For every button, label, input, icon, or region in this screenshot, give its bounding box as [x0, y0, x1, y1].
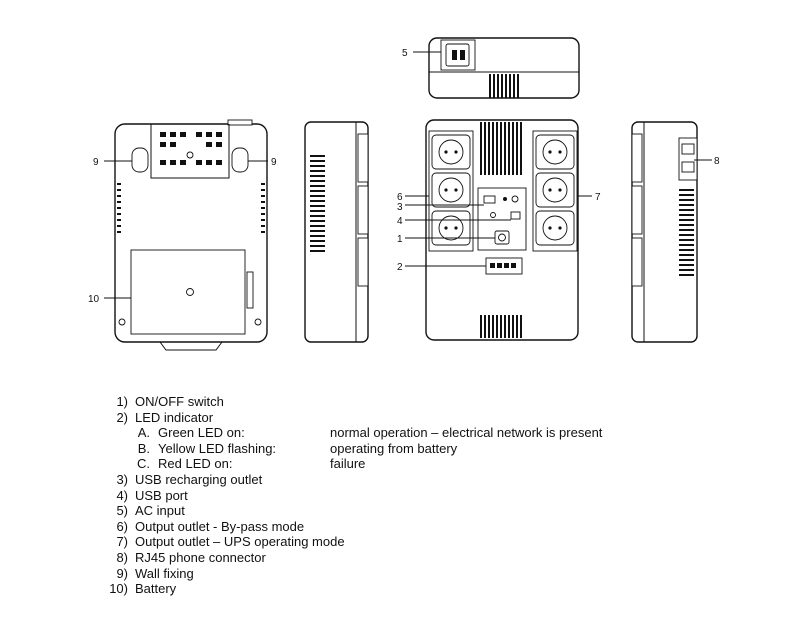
wall-fixing-right	[231, 147, 249, 173]
left-side-vents	[310, 155, 325, 252]
right-side-vents	[679, 189, 694, 276]
callout-10: 10	[88, 294, 100, 305]
callout-5: 5	[402, 48, 408, 59]
legend-text: USB recharging outlet	[135, 471, 263, 487]
legend-text: ON/OFF switch	[135, 394, 224, 409]
callout-4: 4	[397, 216, 403, 227]
legend-number: 3)	[116, 471, 128, 487]
led-state-letter: A.	[137, 425, 150, 441]
front-vents-bottom	[480, 315, 522, 338]
legend-text: RJ45 phone connector	[135, 549, 266, 565]
legend-text: Output outlet – UPS operating mode	[135, 534, 345, 550]
legend-number: 4)	[116, 487, 128, 503]
legend-number: 7)	[116, 534, 128, 550]
ups-diagram: 5	[88, 37, 720, 351]
callout-8: 8	[714, 156, 720, 167]
led-state-meaning: failure	[330, 456, 366, 472]
rj45-out	[681, 161, 695, 173]
legend-number: 9)	[116, 565, 128, 581]
led-dot	[503, 197, 507, 201]
led-state-row: C. Red LED on: failure	[104, 456, 602, 472]
legend-number: 6)	[116, 518, 128, 534]
top-vents	[489, 74, 519, 98]
callout-1: 1	[397, 234, 403, 245]
legend: 1) ON/OFF switch 2) LED indicator A. Gre…	[104, 394, 602, 597]
legend-number: 2)	[116, 409, 128, 425]
led-state-row: A. Green LED on: normal operation – elec…	[104, 425, 603, 441]
rear-side-vents	[117, 183, 265, 233]
led-state-row: B. Yellow LED flashing: operating from b…	[104, 441, 602, 457]
callout-6: 6	[397, 192, 403, 203]
legend-number: 8)	[116, 549, 128, 565]
led-state-letter: C.	[137, 456, 150, 472]
legend-item: 4) USB port	[104, 488, 602, 504]
legend-number: 1)	[116, 394, 128, 409]
led-state-name: Green LED on:	[158, 425, 245, 441]
legend-item: 8) RJ45 phone connector	[104, 550, 602, 566]
usb-recharging-outlet	[483, 195, 496, 204]
led-indicator-small	[511, 195, 519, 203]
legend-item: 1) ON/OFF switch	[104, 394, 602, 410]
legend-text: LED indicator	[135, 409, 214, 425]
legend-item: 9) Wall fixing	[104, 566, 602, 582]
bypass-outlets	[431, 134, 471, 246]
led-state-meaning: normal operation – electrical network is…	[330, 425, 603, 441]
front-vents-top	[480, 122, 522, 175]
left-side-view	[304, 121, 369, 343]
legend-item: 5) AC input	[104, 503, 602, 519]
legend-item: 6) Output outlet - By-pass mode	[104, 519, 602, 535]
right-side-view: 8	[631, 121, 720, 343]
legend-item: 2) LED indicator	[104, 410, 602, 426]
rear-view: 9 9 10	[88, 119, 277, 351]
legend-number: 5)	[116, 503, 128, 519]
legend-item: 3) USB recharging outlet	[104, 472, 602, 488]
led-state-name: Yellow LED flashing:	[158, 440, 277, 456]
legend-text: USB port	[135, 487, 188, 503]
top-view: 5	[402, 37, 580, 99]
callout-9-right: 9	[271, 157, 277, 168]
callout-7: 7	[595, 192, 601, 203]
legend-number: 10)	[109, 581, 128, 597]
led-state-meaning: operating from battery	[330, 440, 458, 456]
ups-outlets	[535, 134, 575, 246]
rj45-in	[681, 143, 695, 155]
legend-text: Output outlet - By-pass mode	[135, 518, 305, 534]
callout-9-left: 9	[93, 157, 99, 168]
front-view: 6 3 4 1 2 7	[397, 119, 601, 341]
legend-text: Wall fixing	[135, 565, 194, 581]
led-state-letter: B.	[137, 440, 150, 456]
legend-text: AC input	[135, 503, 185, 519]
rear-vent-grille	[160, 132, 222, 165]
legend-item: 7) Output outlet – UPS operating mode	[104, 534, 602, 550]
wall-fixing-left	[131, 147, 149, 173]
callout-2: 2	[397, 262, 403, 273]
legend-item: 10) Battery	[104, 581, 602, 597]
usb-port	[510, 211, 521, 220]
legend-text: Battery	[135, 581, 177, 597]
callout-3: 3	[397, 202, 403, 213]
led-state-name: Red LED on:	[158, 456, 233, 472]
